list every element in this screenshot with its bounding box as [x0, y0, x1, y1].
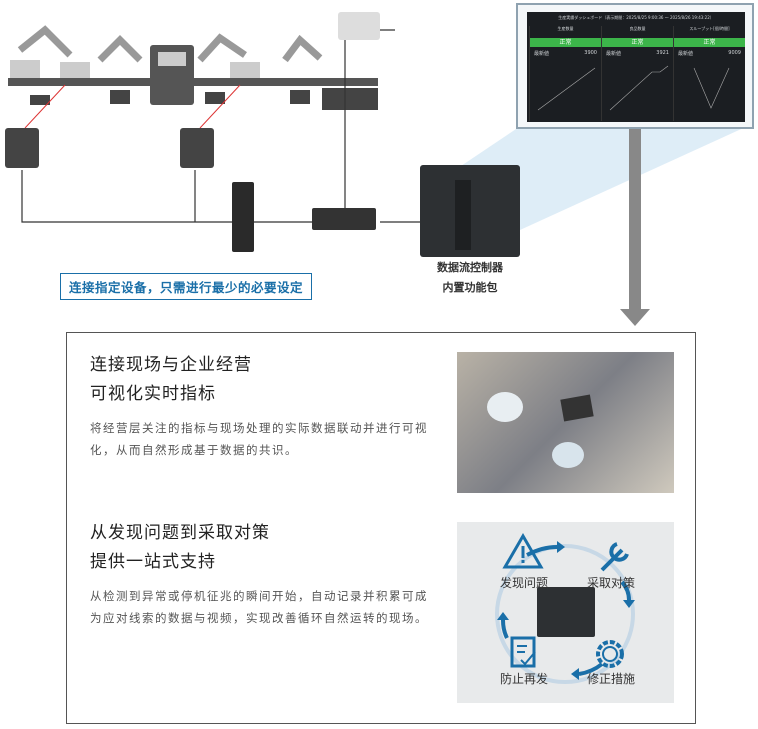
- controller-image: [537, 587, 595, 637]
- network-switch: [312, 208, 376, 230]
- latest-label: 最新値: [606, 51, 622, 57]
- meeting-photo: [457, 352, 674, 493]
- status-badge: 正常: [530, 38, 601, 47]
- trend-chart: [537, 67, 596, 111]
- section-title: 提供一站式支持: [90, 552, 216, 572]
- section-title: 可视化实时指标: [90, 384, 216, 404]
- status-badge: 正常: [674, 38, 745, 47]
- view-beam: [455, 125, 750, 230]
- column-header: 良品数量: [629, 26, 646, 31]
- caption-line: 数据流控制器: [437, 261, 503, 274]
- warning-icon: [502, 533, 544, 569]
- latest-label: 最新値: [678, 51, 694, 57]
- trend-chart: [609, 65, 669, 111]
- cycle-step: 修正措施: [587, 672, 636, 686]
- trend-chart: [693, 67, 730, 109]
- checklist-icon: [510, 636, 536, 668]
- robot-arms: [17, 25, 323, 63]
- latest-value: 3900: [584, 50, 597, 56]
- caption-line: 内置功能包: [442, 281, 498, 294]
- gear-icon: [596, 640, 624, 668]
- section-body: 从检测到异常或停机征兆的瞬间开始，自动记录并积累可成为应对线索的数据与视频，实现…: [90, 589, 428, 625]
- cycle-step: 防止再发: [500, 672, 549, 686]
- system-illustration: [5, 12, 750, 326]
- dashboard-screen: 生産実績ダッシュボード（表示期間：2025/8/25 9:00:36 ～ 202…: [527, 12, 745, 122]
- latest-value: 3921: [656, 50, 669, 56]
- cycle-step: 发现问题: [500, 576, 549, 590]
- section-title: 从发现问题到采取对策: [90, 523, 270, 543]
- section-problem-solving: 从发现问题到采取对策 提供一站式支持 从检测到异常或停机征兆的瞬间开始，自动记录…: [90, 519, 440, 629]
- column-header: 生産数量: [557, 26, 574, 31]
- sensor-1: [5, 128, 39, 168]
- dashboard-monitor: 生産実績ダッシュボード（表示期間：2025/8/25 9:00:36 ～ 202…: [516, 3, 754, 129]
- arrow-down-icon: [620, 309, 650, 326]
- callout-label: 连接指定设备，只需进行最少的必要设定: [60, 273, 313, 300]
- dashboard-column: スループット[個/時間] 正常 最新値 9009: [673, 26, 745, 121]
- camera: [338, 12, 380, 40]
- feature-panel: 连接现场与企业经营 可视化实时指标 将经营层关注的指标与现场处理的实际数据联动并…: [66, 332, 696, 724]
- improvement-cycle: 发现问题 采取对策 修正措施 防止再发: [457, 522, 674, 703]
- controller-caption: 数据流控制器 内置功能包: [420, 258, 520, 298]
- section-title: 连接现场与企业经营: [90, 355, 252, 375]
- latest-label: 最新値: [534, 51, 550, 57]
- dashboard-column: 良品数量 正常 最新値 3921: [601, 26, 673, 121]
- dashboard-title: 生産実績ダッシュボード（表示期間：2025/8/25 9:00:36 ～ 202…: [558, 15, 714, 20]
- sensor-2: [180, 128, 214, 168]
- section-body: 将经营层关注的指标与现场处理的实际数据联动并进行可视化，从而自然形成基于数据的共…: [90, 421, 428, 457]
- status-badge: 正常: [602, 38, 673, 47]
- section-visualize: 连接现场与企业经营 可视化实时指标 将经营层关注的指标与现场处理的实际数据联动并…: [90, 351, 440, 461]
- io-module: [232, 182, 254, 252]
- network-wires: [21, 29, 420, 223]
- column-header: スループット[個/時間]: [689, 26, 730, 31]
- latest-value: 9009: [728, 50, 741, 56]
- wrench-icon: [600, 542, 629, 572]
- cycle-step: 采取对策: [587, 576, 636, 590]
- dashboard-column: 生産数量 正常 最新値 3900: [529, 26, 601, 121]
